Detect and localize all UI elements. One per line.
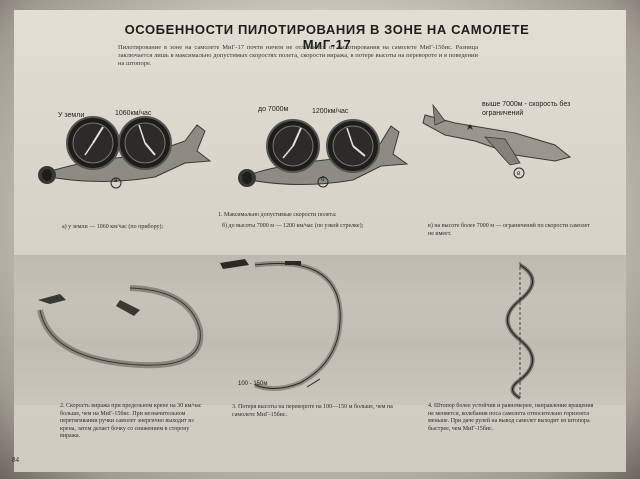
marker-a: а [114,178,118,184]
turn-illustration [37,285,204,369]
caption-b: б) до высоты 7000 м — 1200 км/час (по уз… [222,223,364,229]
spin-illustration [505,262,535,400]
loop-illustration [220,259,343,391]
label-speed-b: 1200км/час [312,108,349,115]
caption-loop: 3. Потеря высоты на перевороте на 100—15… [232,404,393,418]
label-altitude-c: выше 7000м - скорость без ограничений [482,101,571,117]
page-title: ОСОБЕННОСТИ ПИЛОТИРОВАНИЯ В ЗОНЕ НА САМО… [124,22,530,52]
page-number: 84 [12,456,19,464]
sky-illustration-band [14,255,626,405]
caption-b-heading: 1. Максимально допустимые скорости полет… [218,212,337,218]
jet-gauges-a [38,116,212,189]
jet-gauges-b [238,119,409,188]
label-altitude-loss: 100 - 150м [238,381,268,387]
jet-climbing-c [422,103,572,179]
marker-b: б [321,177,325,183]
caption-c: в) на высоте более 7000 м — ограничений … [428,223,590,237]
label-altitude-b: до 7000м [258,106,289,113]
marker-c: в [517,171,521,177]
caption-a: а) у земли — 1060 км/час (по прибору); [62,224,164,230]
label-ground: У земли [58,112,85,119]
intro-paragraph: Пилотирование в зоне на самолете МиГ-17 … [118,44,478,67]
label-speed-a: 1060км/час [115,110,152,117]
caption-turn: 2. Скорость виража при предельном крене … [60,403,202,439]
caption-spin: 4. Штопор более устойчив и равномерен, н… [428,403,594,432]
